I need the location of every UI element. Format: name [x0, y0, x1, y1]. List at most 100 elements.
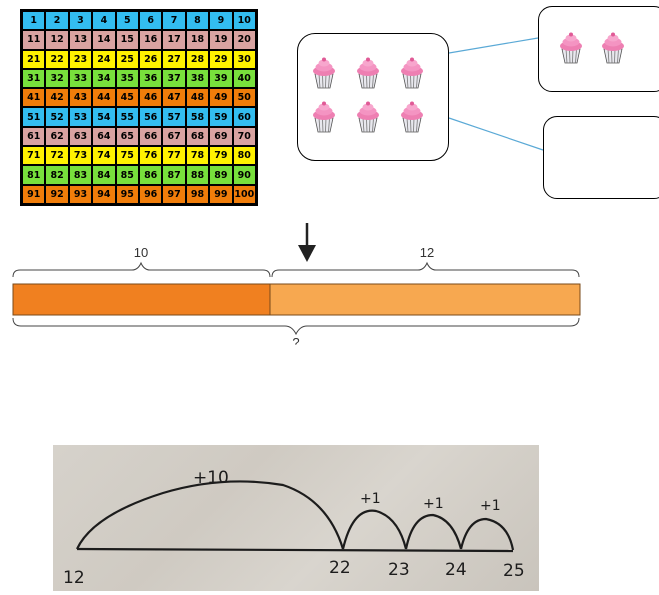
hundred-square-cell: 15	[115, 30, 139, 50]
hundred-square-cell: 59	[209, 107, 233, 127]
hundred-square-cell: 32	[45, 68, 69, 89]
hundred-square-cell: 71	[22, 146, 46, 166]
hundred-square-cell: 38	[185, 68, 210, 89]
hundred-square-cell: 72	[45, 146, 69, 166]
hundred-square-cell: 62	[45, 126, 69, 147]
hundred-square-cell: 26	[138, 49, 163, 69]
hundred-square-cell: 79	[209, 146, 233, 166]
hundred-square-cell: 35	[115, 68, 139, 89]
hundred-square-cell: 27	[162, 49, 186, 69]
hundred-square-cell: 51	[22, 107, 46, 127]
hundred-square-cell: 63	[68, 126, 93, 147]
hundred-square-cell: 19	[209, 30, 233, 50]
hundred-square-cell: 46	[138, 88, 163, 108]
hundred-square-cell: 55	[115, 107, 139, 127]
hundred-square-cell: 4	[92, 11, 116, 31]
number-line-photo: +10 +1 +1 +1 12 22 23 24 25	[53, 445, 539, 591]
hundred-square-cell: 74	[92, 146, 116, 166]
connector-line-bottom	[448, 117, 544, 151]
hundred-square-cell: 94	[92, 184, 116, 204]
hundred-square-cell: 1	[22, 11, 46, 31]
hundred-square-cell: 33	[68, 68, 93, 89]
hundred-square-cell: 91	[22, 184, 46, 204]
hundred-square-cell: 99	[209, 184, 233, 204]
jump-label-2: +1	[423, 496, 444, 512]
cupcake-icon	[313, 101, 335, 133]
hundred-square-cell: 52	[45, 107, 69, 127]
connector-line-top	[448, 37, 539, 54]
bar-segment-left	[12, 283, 271, 316]
hundred-square-cell: 66	[138, 126, 163, 147]
hundred-square-cell: 54	[92, 107, 116, 127]
hundred-square-cell: 65	[115, 126, 139, 147]
hundred-square-cell: 93	[68, 184, 93, 204]
mark-24: 24	[445, 560, 467, 580]
hundred-square-cell: 8	[185, 11, 210, 31]
hundred-square-cell: 43	[68, 88, 93, 108]
hundred-square-cell: 40	[232, 68, 256, 89]
hundred-square-cell: 60	[232, 107, 256, 127]
jump-arc-plus-ten	[76, 480, 345, 550]
number-line-drawing: +10 +1 +1 +1 12 22 23 24 25	[63, 468, 525, 588]
hundred-square-cell: 47	[162, 88, 186, 108]
mark-23: 23	[388, 560, 410, 580]
hundred-square-cell: 57	[162, 107, 186, 127]
hundred-square-cell: 95	[115, 184, 139, 204]
hundred-square-cell: 36	[138, 68, 163, 89]
cupcake-icon	[401, 101, 423, 133]
hundred-square-cell: 30	[232, 49, 256, 69]
bar-model: 10 12 ?	[12, 223, 581, 345]
hundred-square-cell: 73	[68, 146, 93, 166]
hundred-square-cell: 20	[232, 30, 256, 50]
hundred-square-cell: 37	[162, 68, 186, 89]
hundred-square-cell: 3	[68, 11, 93, 31]
hundred-square-cell: 78	[185, 146, 210, 166]
hundred-square-cell: 9	[209, 11, 233, 31]
hundred-square-cell: 61	[22, 126, 46, 147]
hundred-square-cell: 97	[162, 184, 186, 204]
jump-arc-1	[341, 509, 408, 550]
hundred-square-cell: 29	[209, 49, 233, 69]
hundred-square-cell: 18	[185, 30, 210, 50]
jump-label-plus-ten: +10	[193, 468, 229, 488]
hundred-square-cell: 96	[138, 184, 163, 204]
hundred-square-cell: 14	[92, 30, 116, 50]
jump-label-3: +1	[480, 498, 501, 514]
hundred-square-cell: 28	[185, 49, 210, 69]
jump-arc-3	[459, 517, 515, 551]
bar-segment-right	[269, 283, 581, 316]
cupcake-icon	[313, 57, 335, 89]
hundred-square-cell: 89	[209, 165, 233, 185]
hundred-square-cell: 12	[45, 30, 69, 50]
hundred-square-cell: 31	[22, 68, 46, 89]
hundred-square-cell: 49	[209, 88, 233, 108]
hundred-square-cell: 70	[232, 126, 256, 147]
brace-right	[271, 261, 580, 278]
hundred-square-cell: 87	[162, 165, 186, 185]
hundred-square-cell: 23	[68, 49, 93, 69]
brace-bottom	[12, 317, 580, 336]
hundred-square-cell: 53	[68, 107, 93, 127]
hundred-square-cell: 80	[232, 146, 256, 166]
hundred-square-cell: 68	[185, 126, 210, 147]
hundred-square-cell: 67	[162, 126, 186, 147]
hundred-square-cell: 83	[68, 165, 93, 185]
hundred-square-cell: 22	[45, 49, 69, 69]
cupcake-icon	[401, 57, 423, 89]
hundred-square-cell: 25	[115, 49, 139, 69]
bar-label-left: 10	[134, 245, 148, 260]
hundred-square-cell: 6	[138, 11, 163, 31]
hundred-square-cell: 100	[232, 184, 256, 204]
hundred-square-cell: 88	[185, 165, 210, 185]
jump-label-1: +1	[360, 491, 381, 507]
hundred-square-cell: 10	[232, 11, 256, 31]
hundred-square-cell: 34	[92, 68, 116, 89]
hundred-square-cell: 48	[185, 88, 210, 108]
hundred-square-cell: 5	[115, 11, 139, 31]
hundred-square-cell: 58	[185, 107, 210, 127]
bar-label-bottom: ?	[292, 335, 299, 345]
hundred-square-cell: 56	[138, 107, 163, 127]
hundred-square-cell: 82	[45, 165, 69, 185]
hundred-square-cell: 92	[45, 184, 69, 204]
hundred-square-cell: 45	[115, 88, 139, 108]
